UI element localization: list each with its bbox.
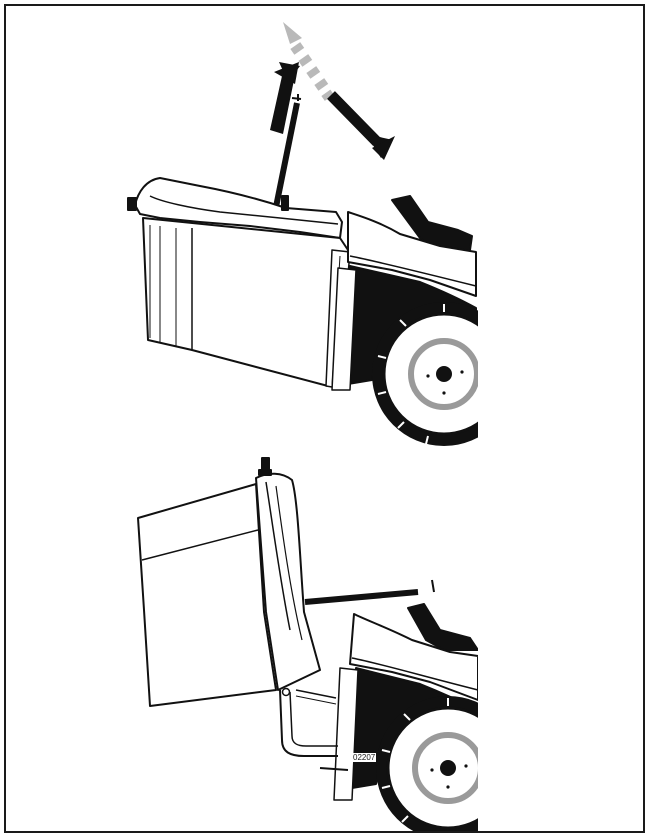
handle-rod-bottom [304,579,435,605]
motion-arrow-up [270,62,300,134]
clip-mask-bottom [478,580,643,832]
clip-mask-base [6,831,647,837]
motion-arrow-dashed [283,22,334,101]
handle-rod [273,94,302,208]
clip-mask-top [478,170,643,470]
grass-catcher-bottom [137,457,321,707]
motion-arrow-down [327,91,395,160]
figure-part-number: 02207 [352,753,377,762]
grass-catcher-top [127,177,351,389]
illustration-frame-overlay [4,4,645,833]
top-scene [127,22,516,446]
tractor-body-top [331,195,477,391]
